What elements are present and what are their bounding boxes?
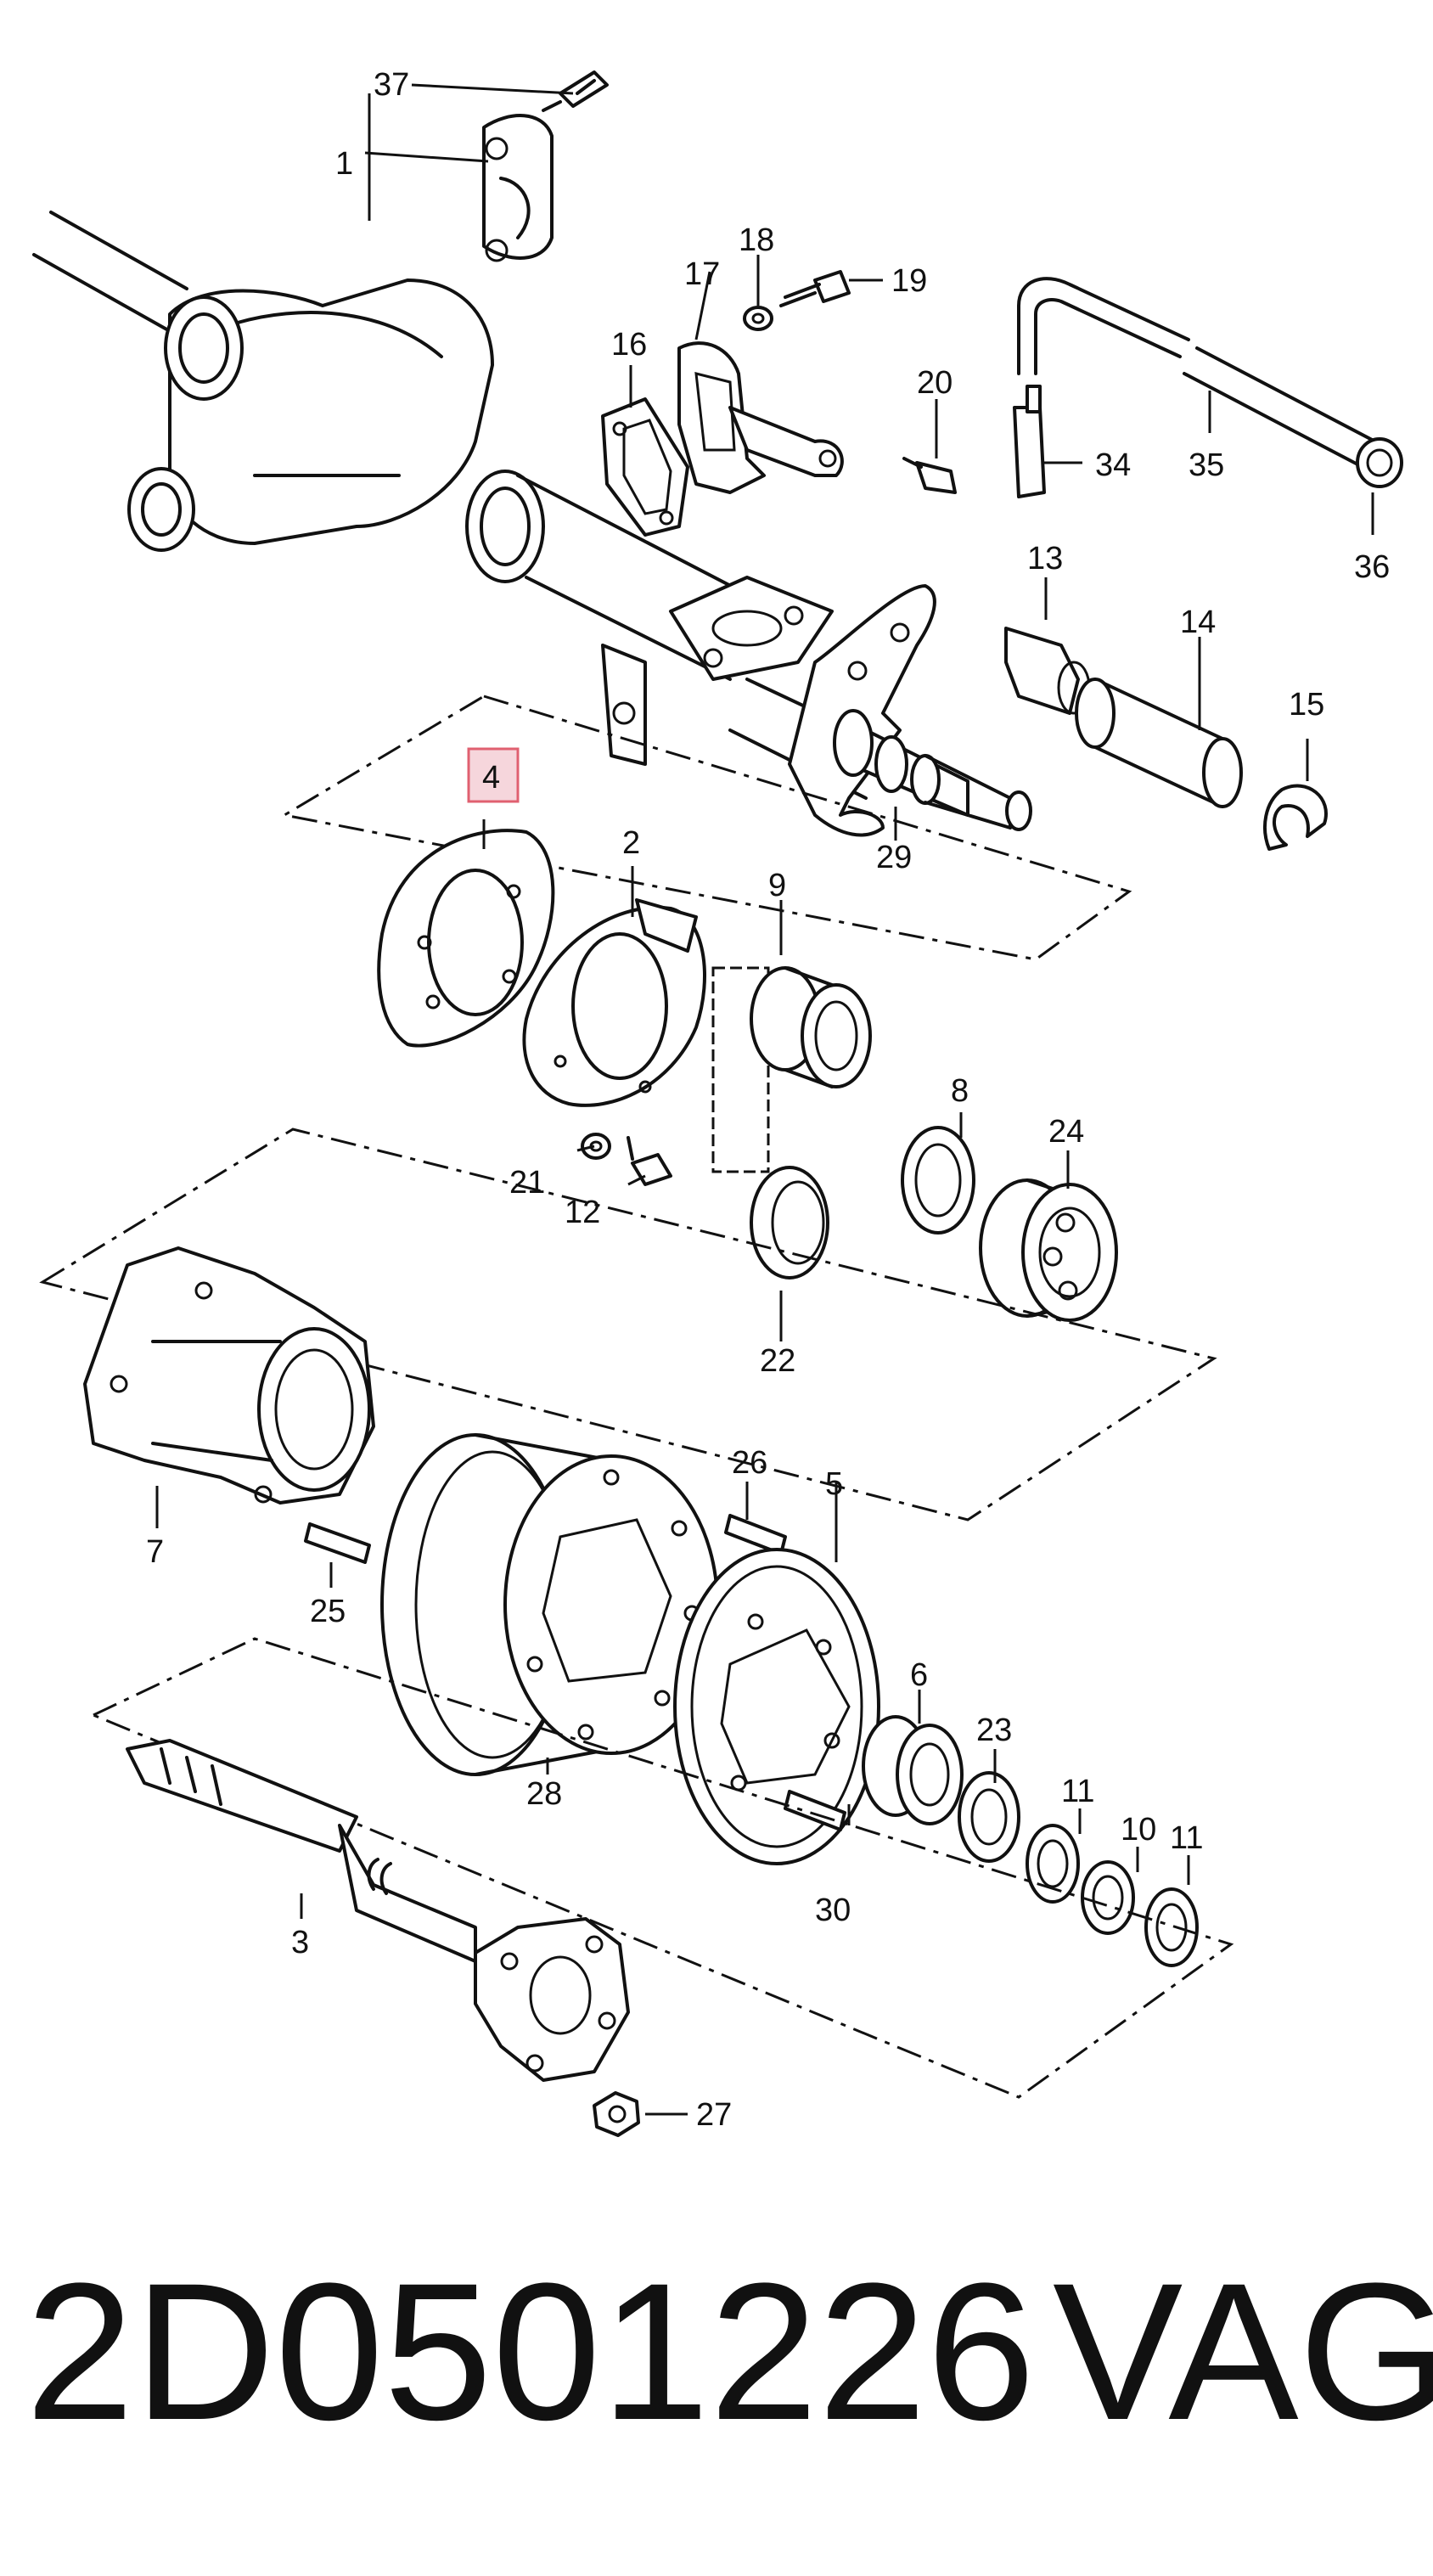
callout-8: 8	[951, 1073, 969, 1109]
shield-fasteners	[581, 1133, 672, 1186]
mount-bracket	[677, 341, 844, 494]
callout-1: 1	[335, 146, 353, 182]
group-outline-upper	[280, 695, 1132, 961]
diagram-drawing: 37 1 16 17 18 19 20 34 35 36 13 14 15 29…	[32, 67, 1403, 2137]
callout-20: 20	[917, 365, 953, 401]
callout-23: 23	[976, 1713, 1012, 1748]
callout-37: 37	[374, 67, 409, 103]
callout-36: 36	[1354, 549, 1390, 585]
brake-shield-part-2	[522, 898, 706, 1107]
backing-plate-part-4	[377, 829, 555, 1048]
callout-24: 24	[1048, 1114, 1084, 1150]
callout-13: 13	[1027, 541, 1063, 577]
callout-28: 28	[526, 1776, 562, 1812]
callout-5: 5	[825, 1466, 843, 1502]
leader-lines	[155, 83, 1374, 2116]
callout-35: 35	[1189, 447, 1224, 483]
callout-11-a: 11	[1061, 1774, 1094, 1809]
breather-valve	[902, 457, 957, 494]
callout-17: 17	[684, 256, 720, 292]
gasket-plate	[601, 397, 689, 537]
wheel-hub-part-7	[83, 1246, 375, 1505]
part-number-label: 2D0501226	[25, 2242, 1036, 2461]
highlight-box	[467, 747, 520, 803]
callout-34: 34	[1095, 447, 1131, 483]
callout-labels: 37 1 16 17 18 19 20 34 35 36 13 14 15 29…	[146, 67, 1390, 2133]
callout-30: 30	[815, 1893, 851, 1928]
callout-11-b: 11	[1170, 1820, 1203, 1856]
callout-26: 26	[732, 1445, 767, 1481]
callout-12: 12	[565, 1195, 600, 1230]
callout-25: 25	[310, 1594, 346, 1629]
group-outline-middle	[39, 1128, 1217, 1521]
callout-3: 3	[291, 1925, 309, 1960]
callout-16: 16	[611, 327, 647, 363]
nut-part-27	[593, 2091, 640, 2137]
bolt-part-30	[784, 1790, 846, 1831]
axle-housing	[32, 211, 1032, 837]
callout-9: 9	[768, 868, 786, 903]
callout-27: 27	[696, 2097, 732, 2133]
callout-7: 7	[146, 1534, 164, 1570]
breather-pipe-assembly	[1013, 277, 1403, 498]
callout-29: 29	[876, 840, 912, 875]
group-outline-lower	[90, 1637, 1234, 2099]
hub-nut-sleeve-clip	[1004, 627, 1328, 851]
callout-10: 10	[1121, 1812, 1156, 1848]
seal-and-bearing	[901, 1126, 1118, 1322]
callout-15: 15	[1289, 687, 1324, 723]
callout-4: 4	[482, 760, 500, 796]
callout-2: 2	[622, 825, 640, 861]
callout-18: 18	[739, 222, 774, 258]
stud-part-25	[304, 1522, 371, 1564]
brake-drum-part-28	[380, 1433, 719, 1776]
callout-6: 6	[910, 1657, 928, 1693]
brand-label: VAG	[1053, 2242, 1433, 2461]
callout-14: 14	[1180, 605, 1216, 640]
small-parts-stack	[862, 1715, 1199, 1967]
washer-bolt-set	[743, 270, 851, 331]
callout-21: 21	[509, 1165, 545, 1201]
seal-and-ring	[711, 966, 872, 1280]
callout-19: 19	[891, 263, 927, 299]
axle-clamp-bracket	[482, 70, 609, 262]
callout-22: 22	[760, 1343, 795, 1379]
half-shaft-part-3	[126, 1739, 630, 2082]
